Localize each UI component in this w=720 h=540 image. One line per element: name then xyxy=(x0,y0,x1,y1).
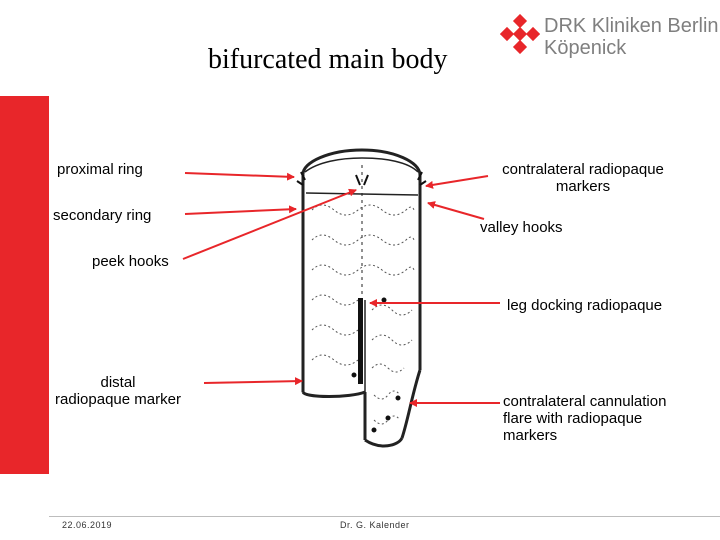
label-proximal-ring: proximal ring xyxy=(57,161,143,178)
slide-title: bifurcated main body xyxy=(208,44,448,75)
accent-bar xyxy=(0,96,49,474)
stent-rings xyxy=(311,204,415,425)
arrow-peek-hooks xyxy=(182,188,357,260)
arrow-contralateral-markers xyxy=(425,175,489,189)
arrow-distal-marker xyxy=(203,377,303,386)
drk-cross-icon xyxy=(500,14,540,54)
hooks-markers xyxy=(296,171,427,433)
label-leg-docking: leg docking radiopaque xyxy=(507,297,663,314)
arrow-proximal-ring xyxy=(184,172,295,181)
label-cannulation-flare: contralateral cannulation flare with rad… xyxy=(503,393,667,444)
label-contralateral-markers: contralateral radiopaque markers xyxy=(502,161,664,195)
label-valley-hooks: valley hooks xyxy=(480,219,563,236)
footer-date: 22.06.2019 xyxy=(62,520,113,530)
footer-author: Dr. G. Kalender xyxy=(340,520,410,530)
arrow-valley-hooks xyxy=(427,201,485,220)
label-peek-hooks: peek hooks xyxy=(92,253,169,270)
logo-location: Köpenick xyxy=(544,37,627,59)
label-distal-marker: distal radiopaque marker xyxy=(55,374,181,408)
annotation-arrows xyxy=(182,172,500,407)
logo: DRK Kliniken Berlin Köpenick xyxy=(500,12,719,60)
label-secondary-ring: secondary ring xyxy=(53,207,152,224)
arrow-secondary-ring xyxy=(184,205,297,215)
logo-name: DRK Kliniken Berlin xyxy=(544,15,719,37)
graft-body xyxy=(301,148,422,448)
footer-divider xyxy=(49,516,720,517)
